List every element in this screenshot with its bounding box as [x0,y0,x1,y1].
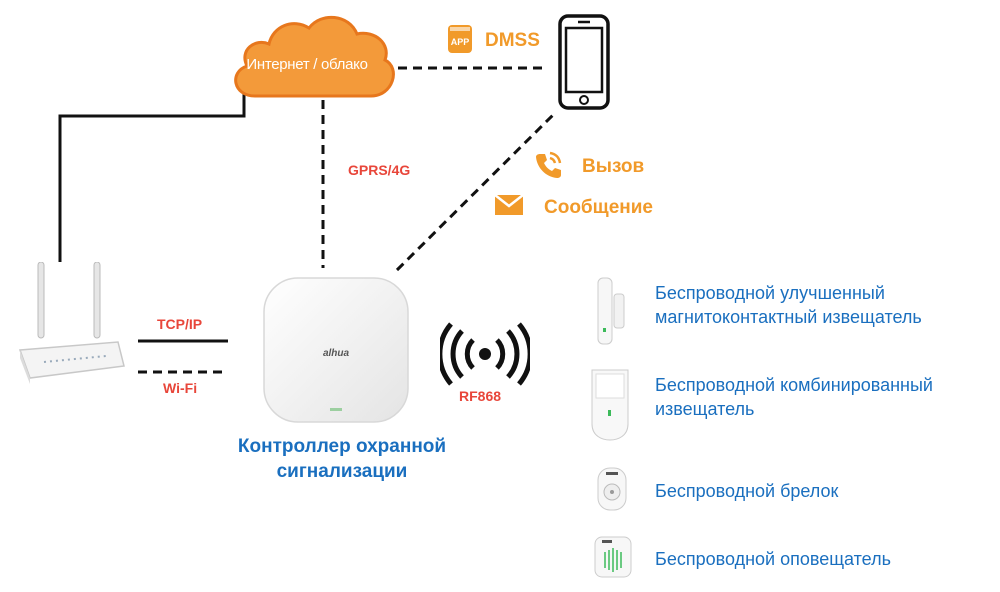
app-icon: APP [448,25,472,53]
sensor-label-magnetic: Беспроводной улучшенный магнитоконтактны… [655,283,922,327]
sensor-label-combined: Беспроводной комбинированный извещатель [655,375,933,419]
router-cloud-line [58,92,246,262]
gprs-label: GPRS/4G [348,162,411,178]
hub-brand-logo: alhua [323,348,350,359]
router-icon [18,262,125,384]
siren-icon [594,536,632,578]
app-badge-text: APP [451,37,470,47]
sensor-label-siren: Беспроводной оповещатель [655,549,891,569]
smartphone-icon [558,14,610,110]
phone-call-icon [536,151,562,178]
cloud-icon [234,15,395,98]
cloud-label: Интернет / облако [246,56,368,73]
wifi-label: Wi-Fi [163,380,198,396]
envelope-icon [494,194,524,215]
tcp-ip-label: TCP/IP [157,316,203,332]
pir-detector-icon [591,369,629,441]
key-fob-icon [597,467,627,511]
app-name: DMSS [485,30,540,51]
magnetic-contact-icon [597,277,625,345]
message-label: Сообщение [544,197,653,218]
call-label: Вызов [582,156,645,177]
controller-title: Контроллер охранной сигнализации [237,436,447,482]
rf-label: RF868 [459,388,502,404]
sensor-label-keyfob: Беспроводной брелок [655,481,839,501]
hub-device-icon: alhua [263,277,409,423]
hub-phone-link [395,110,558,272]
rf-signal-icon [440,322,530,386]
